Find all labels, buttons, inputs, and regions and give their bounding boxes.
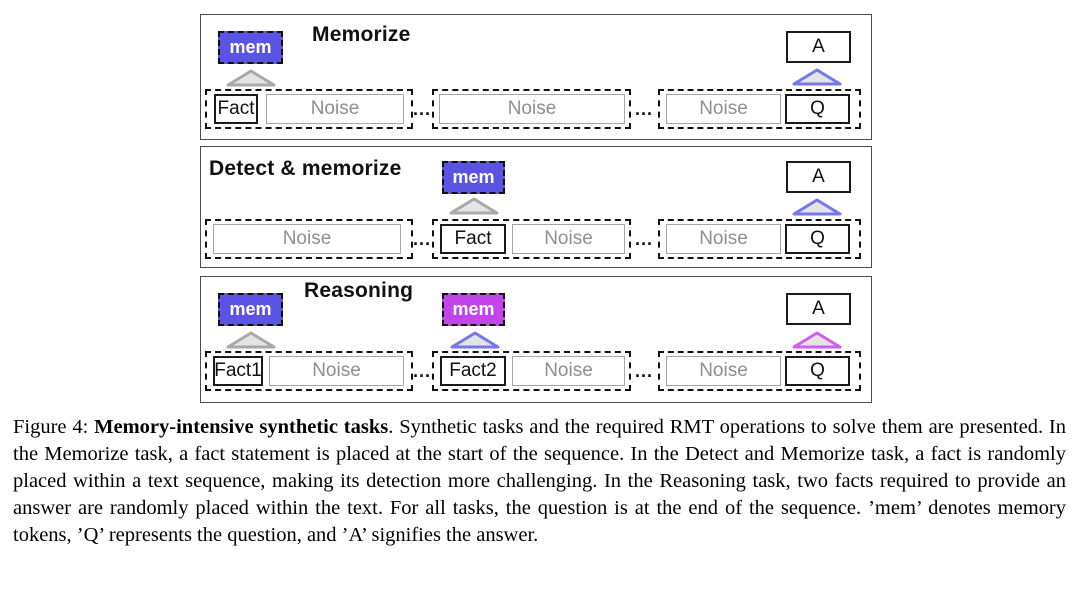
ellipsis: ... xyxy=(634,99,653,119)
panel-reasoning: mem Reasoning mem A Fact1 Noise ... Fact… xyxy=(200,276,872,403)
sequence-segment xyxy=(432,351,631,391)
noise-box: Noise xyxy=(666,94,781,124)
sequence-segment xyxy=(205,89,413,129)
noise-box: Noise xyxy=(512,224,625,254)
memory-store-arrow-icon xyxy=(449,197,499,215)
answer-box: A xyxy=(786,161,851,193)
noise-box: Noise xyxy=(512,356,625,386)
ellipsis: ... xyxy=(634,361,653,381)
noise-box: Noise xyxy=(213,224,401,254)
memory-store-arrow-icon xyxy=(226,69,276,87)
panel-title: Detect & memorize xyxy=(209,157,402,180)
fact1-box: Fact1 xyxy=(213,356,263,386)
mem-token-box-2: mem xyxy=(442,293,505,326)
caption-body: . Synthetic tasks and the required RMT o… xyxy=(13,416,1067,547)
ellipsis: ... xyxy=(412,361,431,381)
memory-recall-arrow-icon xyxy=(450,331,500,349)
mem-token-box: mem xyxy=(218,293,283,326)
sequence-segment xyxy=(658,351,861,391)
answer-box: A xyxy=(786,31,851,63)
figure-label: Figure 4: xyxy=(13,416,89,438)
noise-box: Noise xyxy=(269,356,404,386)
question-box: Q xyxy=(785,94,850,124)
question-box: Q xyxy=(785,356,850,386)
sequence-segment xyxy=(658,89,861,129)
ellipsis: ... xyxy=(634,229,653,249)
sequence-segment xyxy=(658,219,861,259)
sequence-segment xyxy=(432,219,631,259)
caption-bold-title: Memory-intensive synthetic tasks xyxy=(94,416,389,438)
noise-box: Noise xyxy=(666,356,781,386)
fact2-box: Fact2 xyxy=(440,356,506,386)
sequence-segment xyxy=(205,351,413,391)
fact-box: Fact xyxy=(440,224,506,254)
mem-token-box: mem xyxy=(442,161,505,194)
sequence-segment xyxy=(432,89,631,129)
memory-recall-arrow-icon xyxy=(792,198,842,216)
question-box: Q xyxy=(785,224,850,254)
noise-box: Noise xyxy=(266,94,404,124)
mem-token-box: mem xyxy=(218,31,283,64)
noise-box: Noise xyxy=(666,224,781,254)
ellipsis: ... xyxy=(412,99,431,119)
panel-title: Reasoning xyxy=(304,279,414,302)
memory-recall-arrow-icon xyxy=(792,68,842,86)
figure-caption: Figure 4: Memory-intensive synthetic tas… xyxy=(13,414,1066,549)
answer-box: A xyxy=(786,293,851,325)
sequence-segment xyxy=(205,219,413,259)
memory-recall-arrow-2-icon xyxy=(792,331,842,349)
memory-store-arrow-icon xyxy=(226,331,276,349)
ellipsis: ... xyxy=(412,229,431,249)
fact-box: Fact xyxy=(214,94,258,124)
panel-detect-memorize: Detect & memorize mem A Noise ... Fact N… xyxy=(200,146,872,268)
panel-title: Memorize xyxy=(312,23,411,46)
panel-memorize: mem Memorize A Fact Noise ... Noise ... … xyxy=(200,14,872,140)
noise-box: Noise xyxy=(439,94,625,124)
